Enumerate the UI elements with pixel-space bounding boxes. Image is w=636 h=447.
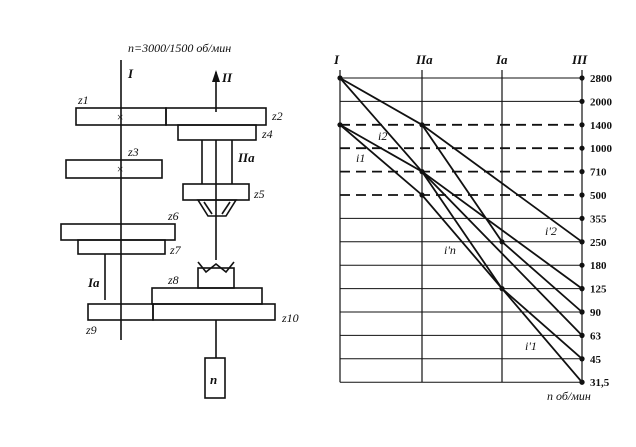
shaft-II-label: II <box>221 70 233 85</box>
chart-node <box>579 192 585 198</box>
shaft-I-label: I <box>127 66 134 81</box>
chart-ratio-label: i2 <box>378 129 387 143</box>
coupling-lower-body <box>197 267 235 289</box>
shaft-IIa-label: IIa <box>237 150 255 165</box>
chart-ratio-label: i'1 <box>525 339 537 353</box>
gear-z5-label: z5 <box>253 187 265 201</box>
chart-speed-label: 125 <box>590 284 607 296</box>
chart-speed-label: 710 <box>590 167 607 179</box>
gear-z3 <box>65 159 163 179</box>
gear-z4-label: z4 <box>261 127 273 141</box>
gear-z9-label: z9 <box>85 323 97 337</box>
coupling-lower <box>197 261 235 274</box>
gear-z10-label: z10 <box>281 311 299 325</box>
chart-ray <box>339 77 583 243</box>
chart-node <box>419 192 425 198</box>
cross-mark-1: × <box>116 110 124 124</box>
gear-z1-label: z1 <box>77 93 89 107</box>
chart-node <box>579 286 585 292</box>
shaft-II-arrow-icon <box>212 70 220 82</box>
chart-node <box>579 215 585 221</box>
chart-speed-label: 355 <box>590 213 607 225</box>
chart-node <box>579 98 585 104</box>
chart-speed-label: 2000 <box>590 96 613 108</box>
chart-node <box>579 169 585 175</box>
chart-node <box>579 262 585 268</box>
chart-ratio-label: i'2 <box>545 224 557 238</box>
shaft-Ia-label: Ia <box>87 275 100 290</box>
gear-z7-label: z7 <box>169 243 182 257</box>
chart-ratio-label: i'n <box>444 243 456 257</box>
chart-speed-label: 90 <box>590 307 602 319</box>
chart-node <box>579 332 585 338</box>
coupling-hatch-1 <box>203 201 213 215</box>
speed-note: n=3000/1500 об/мин <box>128 41 231 55</box>
chart-speed-label: 2800 <box>590 73 613 85</box>
gear-z2-label: z2 <box>271 109 283 123</box>
cross-mark-2: × <box>116 162 124 176</box>
coupling-upper <box>196 199 238 217</box>
chart-ratio-label: i1 <box>356 151 365 165</box>
chart-speed-label: 1000 <box>590 143 613 155</box>
chart-speed-label: 63 <box>590 330 602 342</box>
chart-shaft-label: Ia <box>495 52 508 67</box>
chart-speed-label: 31,5 <box>590 377 610 389</box>
chart-shaft-label: I <box>333 52 340 67</box>
gear-z7 <box>77 239 166 255</box>
coupling-hatch-2 <box>221 201 231 215</box>
chart-shaft-label: III <box>571 52 588 67</box>
chart-node <box>579 309 585 315</box>
chart-axis-label: n об/мин <box>547 389 591 403</box>
chart-speed-label: 45 <box>590 354 602 366</box>
chart-ray <box>339 124 583 383</box>
chart-node <box>579 122 585 128</box>
gear-z10 <box>152 303 276 321</box>
chart-speed-label: 1400 <box>590 120 613 132</box>
chart-shaft-label: IIa <box>415 52 433 67</box>
gear-z6-label: z6 <box>167 209 179 223</box>
chart-node <box>579 379 585 385</box>
chart-node <box>499 286 505 292</box>
chart-speed-label: 180 <box>590 260 607 272</box>
chart-node <box>419 169 425 175</box>
chart-node <box>337 122 343 128</box>
gear-z8-label: z8 <box>167 273 179 287</box>
chart-node <box>579 239 585 245</box>
gear-z6 <box>60 223 176 241</box>
chart-speed-label: 250 <box>590 237 607 249</box>
chart-speed-label: 500 <box>590 190 607 202</box>
chart-node <box>499 239 505 245</box>
chart-node <box>579 356 585 362</box>
gear-z8 <box>151 287 263 305</box>
gear-z3-label: z3 <box>127 145 139 159</box>
chart-node <box>419 122 425 128</box>
spindle-tool <box>204 357 226 399</box>
motor-mark: n <box>210 372 217 387</box>
kinematic-scheme: n=3000/1500 об/мин I II z1 × z2 z4 IIa z… <box>60 41 299 399</box>
chart-node <box>579 75 585 81</box>
chart-node <box>337 75 343 81</box>
gear-z4 <box>177 124 257 141</box>
chart-node <box>579 145 585 151</box>
